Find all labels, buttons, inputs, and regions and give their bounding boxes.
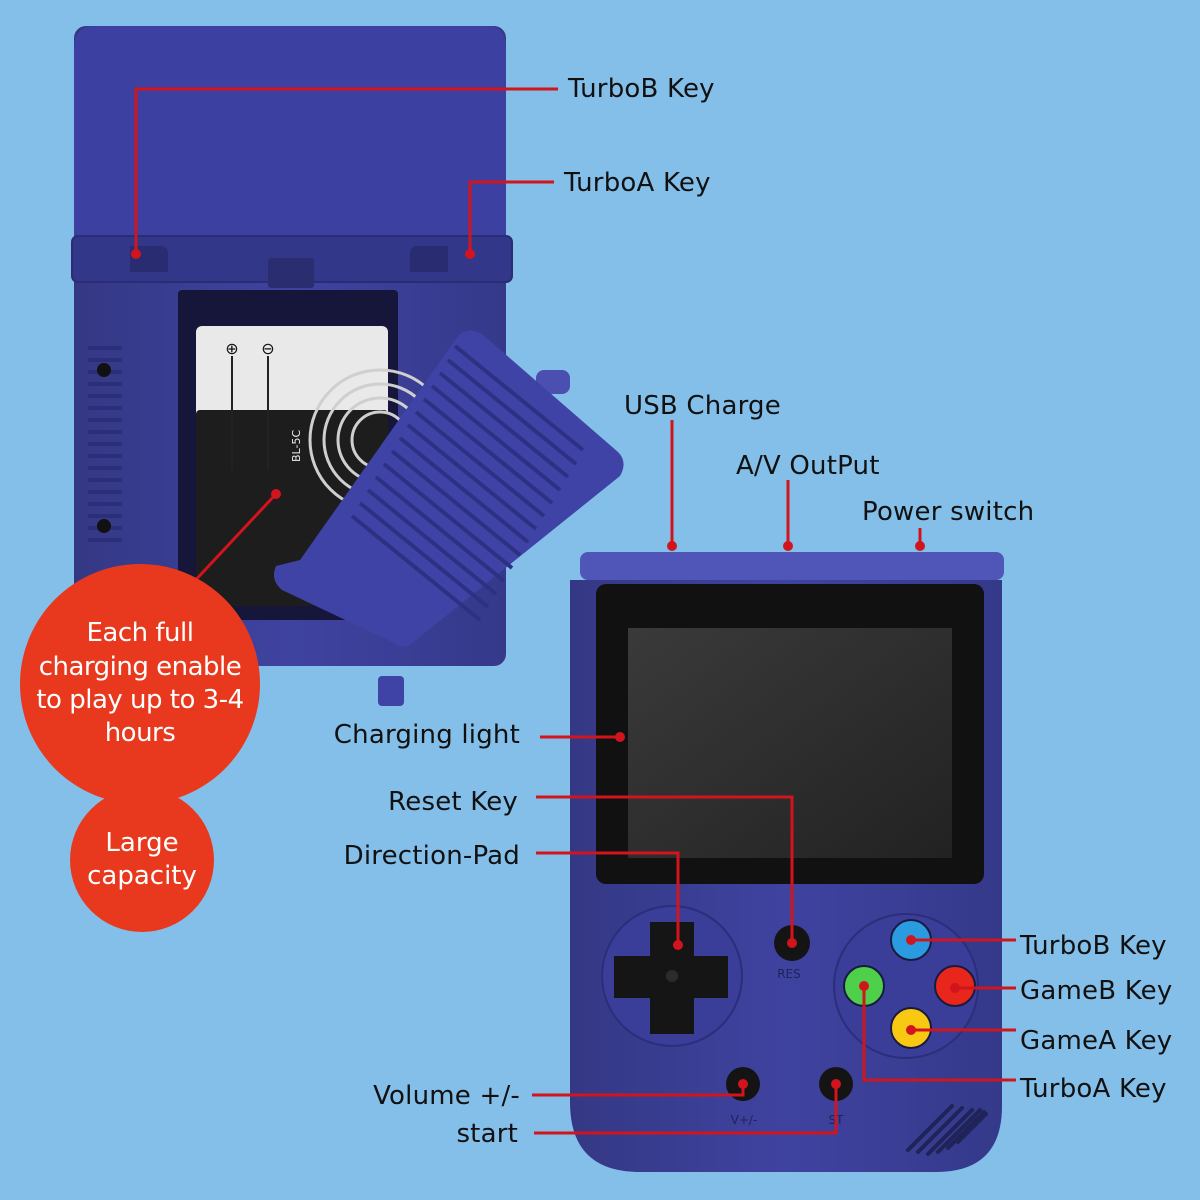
turbo-a-back-key	[410, 246, 448, 272]
callout-large-capacity: Large capacity	[70, 788, 214, 932]
battery-model-text: BL-5C	[290, 430, 303, 462]
label-game-a-key: GameA Key	[1020, 1026, 1173, 1056]
dpad-center	[666, 970, 678, 982]
label-volume: Volume +/-	[373, 1081, 520, 1111]
label-turbo-b-key: TurboB Key	[1020, 931, 1167, 961]
label-charging-light: Charging light	[333, 720, 520, 750]
lcd-screen	[628, 628, 952, 858]
leader-battery	[188, 492, 278, 588]
device-front: RES V+/- ST	[570, 552, 1004, 1172]
label-power-switch: Power switch	[862, 497, 1035, 527]
action-buttons-well	[833, 913, 979, 1059]
label-usb-charge: USB Charge	[624, 391, 781, 421]
leader-turbo-a	[862, 986, 1016, 1082]
res-marking: RES	[777, 967, 801, 981]
label-turbo-a-back: TurboA Key	[564, 168, 711, 198]
battery-minus-symbol: ⊖	[261, 339, 274, 358]
leader-turbo-a-back	[468, 180, 554, 254]
label-start: start	[456, 1119, 518, 1149]
device-back	[71, 26, 624, 706]
leader-dots	[131, 249, 960, 1089]
label-turbo-b-back: TurboB Key	[568, 74, 715, 104]
label-reset-key: Reset Key	[388, 787, 518, 817]
battery-latch	[268, 258, 314, 288]
label-av-output: A/V OutPut	[736, 451, 880, 481]
leader-lines	[134, 87, 1016, 1135]
screw-hole-lower	[97, 519, 111, 533]
label-game-b-key: GameB Key	[1020, 976, 1173, 1006]
screw-hole-upper	[97, 363, 111, 377]
vol-marking: V+/-	[731, 1113, 758, 1127]
label-turbo-a-key: TurboA Key	[1020, 1074, 1167, 1104]
callout-charging-time: Each full charging enable to play up to …	[20, 564, 260, 804]
leader-start	[534, 1084, 838, 1135]
back-upper-panel	[74, 26, 506, 240]
leader-dpad	[536, 851, 680, 945]
callout-large-capacity-text: Large capacity	[87, 827, 197, 891]
leader-reset	[536, 795, 794, 943]
top-edge	[580, 552, 1004, 580]
leader-turbo-b-back	[134, 87, 558, 254]
speaker-grille	[906, 1104, 988, 1156]
callout-charging-time-text: Each full charging enable to play up to …	[36, 618, 244, 749]
battery-cover	[274, 330, 624, 706]
battery-plus-symbol: ⊕	[225, 339, 238, 358]
label-direction-pad: Direction-Pad	[343, 841, 520, 871]
